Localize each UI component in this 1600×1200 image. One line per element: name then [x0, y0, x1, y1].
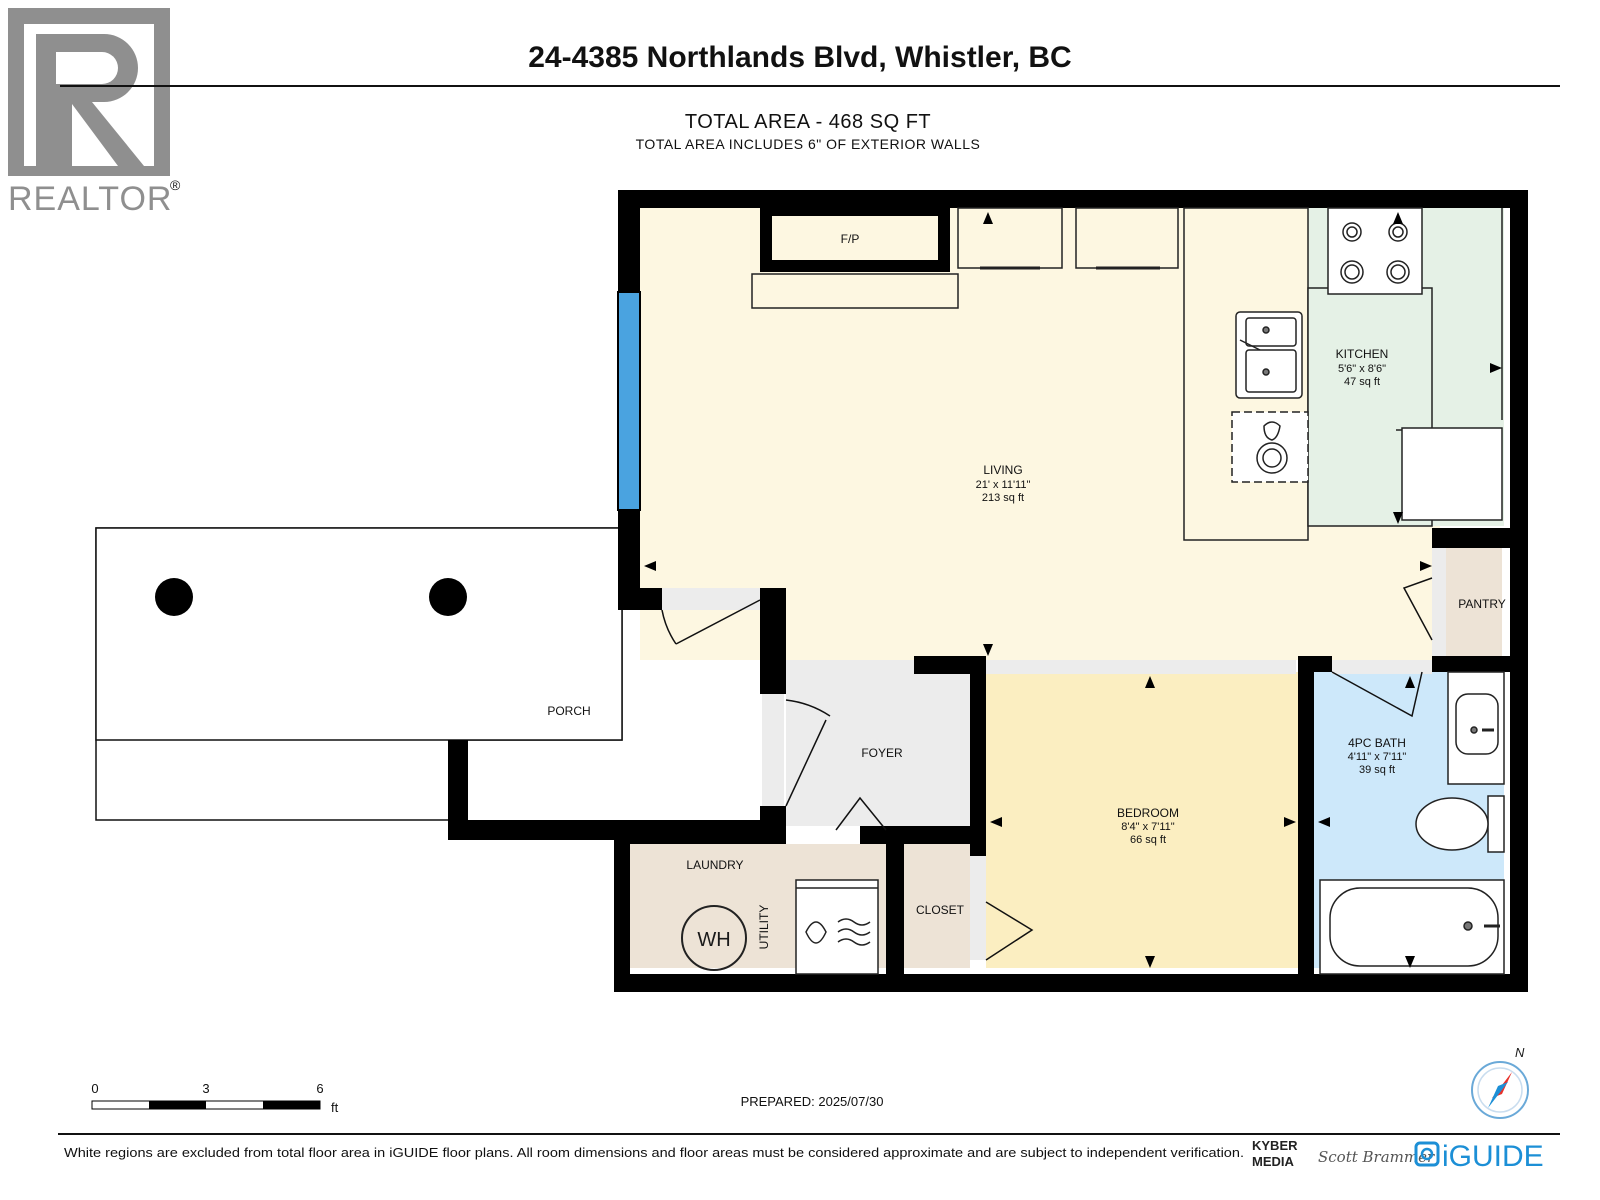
scale-tick-6: 6 — [316, 1081, 323, 1096]
wall-fireplace-top — [760, 208, 950, 216]
wall-foyer-bedroom — [970, 656, 986, 856]
closet-opening — [970, 850, 986, 960]
pantry-fill — [1446, 548, 1502, 658]
sink — [1235, 311, 1303, 399]
utility-label: UTILITY — [757, 905, 771, 950]
wall-bedroom-bath — [1298, 656, 1314, 992]
bedroom-label: BEDROOM 8'4" x 7'11" 66 sq ft — [1117, 806, 1179, 846]
bath-dims: 4'11" x 7'11" — [1348, 751, 1407, 763]
closet-label: CLOSET — [916, 903, 965, 917]
bath-label: 4PC BATH 4'11" x 7'11" 39 sq ft — [1348, 736, 1407, 776]
door-gap-foyer-left — [762, 694, 784, 806]
prepared-date: PREPARED: 2025/07/30 — [741, 1094, 884, 1109]
living-name: LIVING — [983, 463, 1022, 477]
hearth — [751, 273, 959, 309]
kyber-line2: MEDIA — [1252, 1154, 1295, 1169]
compass-north: N — [1515, 1045, 1525, 1060]
bedroom-name: BEDROOM — [1117, 806, 1179, 820]
photographer-signature: Scott Brammer — [1318, 1148, 1435, 1166]
wall-left-bottom-stub — [618, 588, 662, 610]
scale-tick-3: 3 — [202, 1081, 209, 1096]
pantry-opening — [1432, 548, 1446, 658]
living-bath-opening — [1332, 660, 1432, 674]
scale-bar: 0 3 6 ft — [91, 1081, 338, 1115]
walls — [448, 190, 1528, 992]
water-heater-label: WH — [697, 929, 730, 951]
laundry-label: LAUNDRY — [686, 858, 743, 872]
toilet-tank — [1487, 795, 1505, 853]
foyer-label: FOYER — [861, 746, 903, 760]
total-area: TOTAL AREA - 468 SQ FT — [685, 111, 931, 133]
closet-fill — [904, 844, 970, 968]
wall-laundry-top — [614, 826, 786, 844]
wall-bath-top — [1298, 656, 1332, 672]
fireplace-label: F/P — [841, 232, 860, 246]
fixtures — [681, 207, 1505, 975]
iguide-text: iGUIDE — [1442, 1140, 1544, 1173]
wall-fireplace-left — [760, 208, 772, 268]
bedroom-dims: 8'4" x 7'11" — [1121, 821, 1174, 833]
kitchen-label: KITCHEN 5'6" x 8'6" 47 sq ft — [1336, 347, 1389, 388]
wall-pantry-top — [1432, 528, 1528, 548]
wall-fireplace-bottom — [760, 260, 950, 272]
total-area-note: TOTAL AREA INCLUDES 6" OF EXTERIOR WALLS — [636, 136, 981, 152]
wall-left-upper — [618, 190, 640, 292]
water-heater — [681, 905, 747, 971]
wall-laundry-left — [614, 826, 630, 992]
wall-right — [1510, 190, 1528, 992]
scale-unit: ft — [331, 1100, 339, 1115]
dimension-arrows — [644, 212, 1502, 968]
compass-icon: N — [1471, 1045, 1529, 1119]
wall-porch-right — [760, 588, 786, 694]
dishwasher — [1231, 411, 1309, 483]
foyer-fill — [786, 660, 972, 826]
wall-bath-top-right — [1432, 656, 1528, 672]
porch-label: PORCH — [547, 704, 590, 718]
fridge — [1401, 427, 1503, 521]
iguide-logo: iGUIDE — [1414, 1140, 1544, 1173]
bath-name: 4PC BATH — [1348, 736, 1406, 750]
kitchen-name: KITCHEN — [1336, 347, 1389, 361]
page-title: 24-4385 Northlands Blvd, Whistler, BC — [528, 41, 1071, 74]
bedroom-fill — [986, 672, 1298, 968]
living-bedroom-opening — [986, 660, 1296, 674]
window — [617, 291, 641, 511]
pantry-label: PANTRY — [1458, 597, 1506, 611]
wall-laundry-top-right — [860, 826, 986, 844]
wall-foyer-top — [914, 656, 986, 674]
living-label: LIVING 21' x 11'11" 213 sq ft — [976, 463, 1031, 504]
porch-post — [429, 578, 467, 616]
wall-left-lower — [618, 510, 640, 610]
wall-fireplace-right — [938, 208, 950, 268]
disclaimer: White regions are excluded from total fl… — [64, 1145, 1244, 1160]
kyber-line1: KYBER — [1252, 1138, 1298, 1153]
door-gap-living — [660, 588, 760, 610]
porch-post — [155, 578, 193, 616]
living-area: 213 sq ft — [982, 492, 1024, 504]
bedroom-area: 66 sq ft — [1130, 834, 1166, 846]
living-foyer-opening — [786, 660, 914, 674]
wall-bottom — [614, 974, 1528, 992]
toilet-bowl — [1415, 797, 1489, 851]
bath-area: 39 sq ft — [1359, 764, 1395, 776]
living-dims: 21' x 11'11" — [976, 479, 1031, 491]
wall-porch-left — [448, 740, 468, 840]
realtor-logo: REALTOR ® — [8, 8, 181, 218]
stove — [1327, 207, 1423, 295]
realtor-logo-text: REALTOR — [8, 180, 172, 218]
scale-tick-0: 0 — [91, 1081, 98, 1096]
wall-laundry-closet — [886, 826, 904, 992]
doors — [661, 577, 1433, 961]
wall-top — [618, 190, 1528, 208]
porch — [95, 527, 623, 821]
registered-mark: ® — [170, 177, 181, 193]
kitchen-area: 47 sq ft — [1344, 376, 1380, 388]
kyber-media-logo: KYBER MEDIA — [1252, 1138, 1298, 1169]
kitchen-dims: 5'6" x 8'6" — [1338, 363, 1386, 375]
